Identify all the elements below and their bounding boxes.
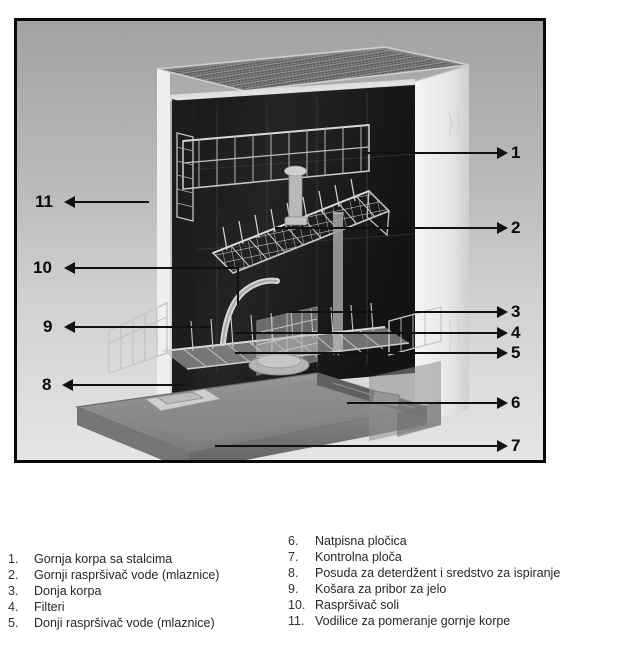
legend-item-number: 4.: [8, 600, 19, 614]
legend-item-number: 1.: [8, 552, 19, 566]
legend-item-number: 8.: [288, 566, 299, 580]
callout-11-leader: [75, 201, 149, 203]
figure-frame: 1 2 3 4 5 6: [14, 18, 546, 463]
legend-item-number: 9.: [288, 582, 299, 596]
legend-item: 11. Vodilice za pomeranje gornje korpe: [288, 613, 619, 629]
legend-item-label: Filteri: [34, 600, 65, 614]
legend-item: 2. Gornji raspršivač vode (mlaznice): [8, 567, 280, 583]
callout-11-number: 11: [35, 192, 53, 211]
legend-item-number: 10.: [288, 598, 306, 612]
callout-8-arrowhead: [62, 379, 73, 391]
legend-item-label: Vodilice za pomeranje gornje korpe: [315, 614, 511, 628]
legend: 1. Gornja korpa sa stalcima 2. Gornji ra…: [0, 525, 619, 650]
legend-item: 8. Posuda za deterdžent i sredstvo za is…: [288, 565, 619, 581]
legend-item-label: Donji raspršivač vode (mlaznice): [34, 616, 215, 630]
legend-item-label: Kontrolna ploča: [315, 550, 402, 564]
callout-7-number: 7: [511, 436, 521, 455]
callout-10-arrowhead: [64, 262, 75, 274]
callout-4-number: 4: [511, 323, 521, 342]
callout-1-arrowhead: [497, 147, 508, 159]
figure-inner: 1 2 3 4 5 6: [17, 21, 543, 460]
callout-10-leader-v: [237, 267, 239, 305]
callout-9-arrowhead: [64, 321, 75, 333]
legend-item-number: 2.: [8, 568, 19, 582]
callout-4-leader: [235, 332, 499, 334]
callout-2-arrowhead: [497, 222, 508, 234]
callout-5-arrowhead: [497, 347, 508, 359]
callout-9-leader: [75, 326, 211, 328]
callout-11-arrowhead: [64, 196, 75, 208]
callout-3-arrowhead: [497, 306, 508, 318]
legend-item-number: 3.: [8, 584, 19, 598]
legend-column-left: 1. Gornja korpa sa stalcima 2. Gornji ra…: [8, 525, 280, 631]
callout-6-arrowhead: [497, 397, 508, 409]
callout-9-number: 9: [43, 317, 53, 336]
callout-6-number: 6: [511, 393, 521, 412]
callout-3-leader: [289, 311, 499, 313]
callout-6-leader: [347, 402, 499, 404]
callout-1-number: 1: [511, 143, 521, 162]
callout-8-leader: [73, 384, 185, 386]
callout-5-leader: [235, 352, 499, 354]
callout-10-number: 10: [33, 258, 52, 277]
legend-item-number: 5.: [8, 616, 19, 630]
callout-1-leader: [364, 152, 499, 154]
legend-item-label: Posuda za deterdžent i sredstvo za ispir…: [315, 566, 561, 580]
legend-item-label: Raspršivač soli: [315, 598, 400, 612]
legend-item-number: 7.: [288, 550, 299, 564]
callout-3-number: 3: [511, 302, 521, 321]
legend-item-label: Gornja korpa sa stalcima: [34, 552, 173, 566]
callout-2-leader: [275, 227, 499, 229]
legend-item: 4. Filteri: [8, 599, 280, 615]
legend-item-number: 11.: [288, 614, 305, 628]
legend-item: 3. Donja korpa: [8, 583, 280, 599]
callout-8-number: 8: [42, 375, 52, 394]
dishwasher-photo: [17, 21, 543, 460]
callout-5-number: 5: [511, 343, 521, 362]
callout-7-leader: [215, 445, 499, 447]
callout-7-arrowhead: [497, 440, 508, 452]
legend-column-right: 6. Natpisna pločica 7. Kontrolna ploča 8…: [288, 525, 619, 629]
legend-item-label: Gornji raspršivač vode (mlaznice): [34, 568, 220, 582]
legend-item: 9. Košara za pribor za jelo: [288, 581, 619, 597]
legend-item: 5. Donji raspršivač vode (mlaznice): [8, 615, 280, 631]
legend-item-number: 6.: [288, 534, 299, 548]
callout-2-number: 2: [511, 218, 521, 237]
legend-item-label: Košara za pribor za jelo: [315, 582, 447, 596]
legend-item: 7. Kontrolna ploča: [288, 549, 619, 565]
callout-4-arrowhead: [497, 327, 508, 339]
legend-item: 1. Gornja korpa sa stalcima: [8, 551, 280, 567]
legend-item-label: Natpisna pločica: [315, 534, 407, 548]
callout-10-leader-h: [75, 267, 239, 269]
legend-item-label: Donja korpa: [34, 584, 102, 598]
legend-item: 6. Natpisna pločica: [288, 533, 619, 549]
legend-item: 10. Raspršivač soli: [288, 597, 619, 613]
